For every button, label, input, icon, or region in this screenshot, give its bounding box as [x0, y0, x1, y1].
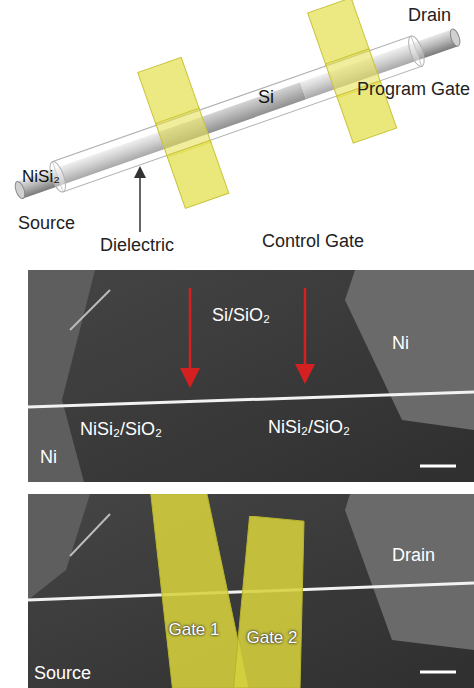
gate-electrode: Gate 1 — [140, 494, 248, 688]
sem-background — [28, 494, 474, 688]
nanowire-stub — [70, 514, 110, 556]
part-label: Program Gate — [357, 80, 470, 100]
nanowire — [28, 392, 474, 407]
sem-background — [28, 270, 474, 482]
red-arrow — [189, 288, 192, 378]
gate-shape — [232, 516, 312, 688]
part-label: Control Gate — [262, 232, 364, 252]
gate-electrode: Gate 2 — [232, 516, 312, 688]
part-label: Source — [18, 214, 75, 234]
scale-bar — [420, 465, 456, 468]
nanowire-stub — [70, 290, 110, 330]
part-label: Drain — [408, 6, 451, 26]
part-label: NiSi₂/SiO₂ — [268, 418, 350, 438]
part-label: Ni — [40, 448, 57, 468]
part-label: Si — [258, 88, 274, 108]
ni-pad — [345, 270, 474, 430]
part-label: Si/SiO₂ — [212, 306, 270, 326]
part-label: Ni — [392, 334, 409, 354]
gate-outline — [234, 516, 304, 688]
gate-label: Gate 2 — [246, 628, 297, 648]
red-arrow — [304, 288, 307, 374]
part-label: Dielectric — [100, 236, 174, 256]
drain-pad — [345, 494, 474, 650]
part-label: NiSi₂/SiO₂ — [80, 420, 162, 440]
leader-arrow — [139, 172, 141, 232]
part-label: Drain — [392, 546, 435, 566]
part-label: NiSi₂ — [22, 168, 60, 187]
gate-label: Gate 1 — [168, 620, 219, 640]
ni-pad — [28, 270, 95, 482]
part-label: Source — [34, 664, 91, 684]
gate-outline — [151, 494, 248, 688]
source-pad — [28, 494, 90, 600]
scale-bar — [420, 671, 456, 674]
nanowire-schematic — [0, 0, 474, 259]
gate-shape — [140, 494, 248, 688]
